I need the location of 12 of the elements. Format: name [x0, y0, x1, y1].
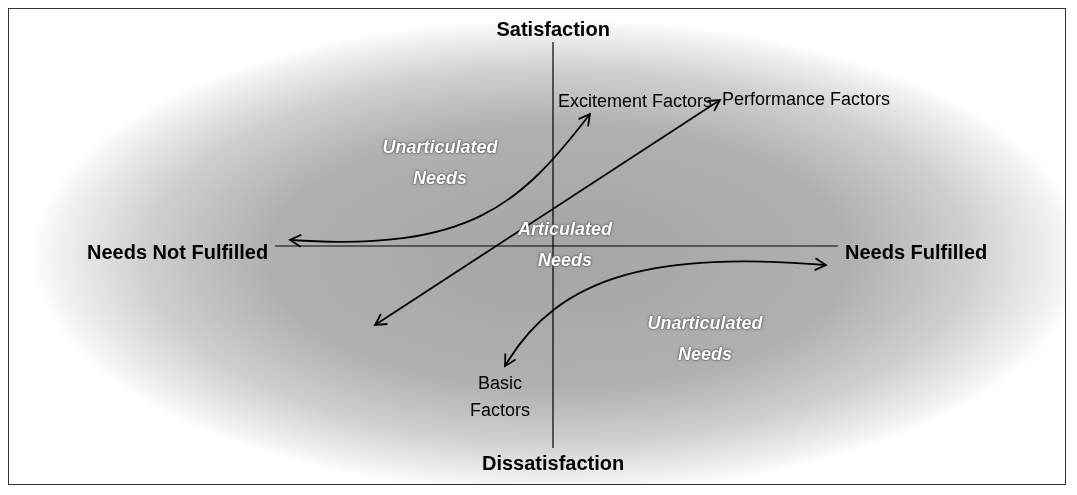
curve-label: Excitement Factors — [558, 90, 713, 112]
axis-label: Needs Not Fulfilled — [87, 241, 269, 263]
curve-label: Performance Factors — [722, 88, 891, 110]
curved-arrow — [504, 257, 827, 367]
axis-label: Satisfaction — [496, 18, 610, 40]
curved-arrow — [289, 113, 591, 248]
region-label: Unarticulated Needs — [381, 136, 499, 190]
axis-label: Dissatisfaction — [482, 452, 625, 474]
axis-label: Needs Fulfilled — [845, 241, 988, 263]
curve-label: Basic Factors — [455, 370, 545, 424]
region-label: Unarticulated Needs — [646, 312, 764, 366]
curved-arrow — [374, 99, 721, 326]
